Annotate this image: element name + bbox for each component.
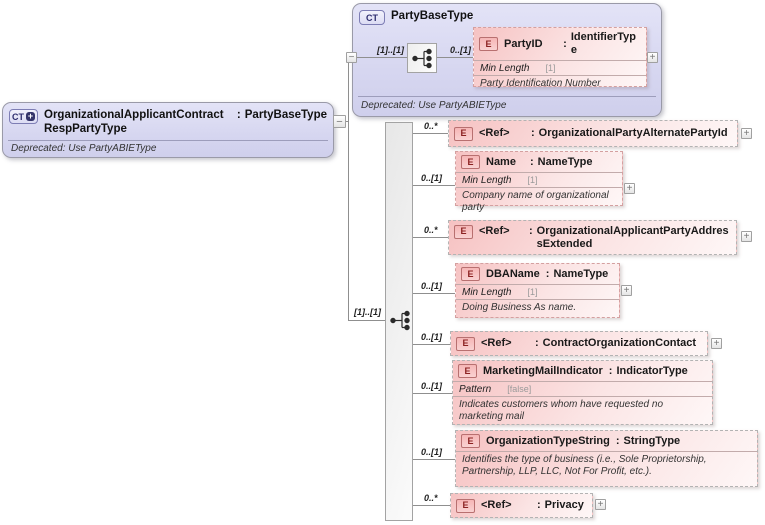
element-annotation: Identifies the type of business (i.e., S… [456,451,757,480]
cardinality-label: 0..[1] [421,173,443,183]
element-name: <Ref> [479,127,510,139]
element-name: Name [486,155,516,168]
element-icon: E [454,224,473,239]
root-annotation: Deprecated: Use PartyABIEType [11,143,157,154]
facet-value: [1] [527,287,538,297]
element-annotation: Party Identification Number [474,75,646,92]
element-box-privacy-ref[interactable]: E <Ref> : Privacy [450,493,593,518]
element-name: PartyID [504,37,543,50]
element-icon: E [461,434,480,448]
cardinality-label: 0..[1] [450,45,472,55]
colon: : [608,364,613,377]
facet-name: Pattern [459,384,492,395]
element-name: <Ref> [481,499,512,511]
element-annotation: Doing Business As name. [456,299,619,316]
expand-toggle[interactable]: + [647,52,658,63]
expand-toggle[interactable]: + [621,285,632,296]
base-complextype-header: CT PartyBaseType [353,4,661,27]
colon: : [537,499,541,511]
element-box-name[interactable]: E Name : NameType Min Length [1] Company… [455,151,623,213]
derived-plus-icon: + [26,111,35,121]
element-box-contact-ref[interactable]: E <Ref> : ContractOrganizationContact [450,331,708,356]
facet-value: [1] [545,63,556,73]
root-complextype-box[interactable]: CT+ OrganizationalApplicantContractRespP… [2,102,334,158]
element-box-alternatepartyid-ref[interactable]: E <Ref> : OrganizationalPartyAlternatePa… [448,120,738,147]
element-box-partyaddress-ref[interactable]: E <Ref> : OrganizationalApplicantPartyAd… [448,220,737,255]
divider [358,96,656,97]
root-complextype-header: CT+ OrganizationalApplicantContractRespP… [3,103,333,138]
element-icon: E [458,364,477,378]
cardinality-label: [1]..[1] [354,307,381,317]
element-annotation: Company name of organizational party [456,187,622,216]
cardinality-label: 0..[1] [421,381,443,391]
colon: : [236,109,241,121]
element-icon: E [454,126,473,141]
colon: : [529,224,533,237]
sequence-icon [390,310,410,331]
base-annotation: Deprecated: Use PartyABIEType [361,100,507,111]
expand-toggle[interactable]: + [595,499,606,510]
element-type: OrganizationalApplicantPartyAddressExten… [536,224,729,250]
element-icon: E [461,155,480,169]
cardinality-label: [1]..[1] [377,45,404,55]
cardinality-label: 0..[1] [421,332,443,342]
element-annotation: Indicates customers whom have requested … [453,396,712,425]
expand-toggle[interactable]: + [741,128,752,139]
divider [8,140,328,141]
element-icon: E [461,267,480,281]
complextype-icon: CT [359,10,385,25]
collapse-toggle-base[interactable]: − [346,52,357,63]
element-type: IdentifierType [570,31,637,56]
inner-connector [437,57,473,58]
element-box-organizationtypestring[interactable]: E OrganizationTypeString : StringType Id… [455,430,758,487]
element-icon: E [456,498,475,513]
element-name: DBAName [486,267,540,280]
element-type: NameType [553,267,609,280]
cardinality-label: 0..[1] [421,281,443,291]
complextype-derived-icon: CT+ [9,109,38,124]
element-type: OrganizationalPartyAlternatePartyId [538,127,728,139]
cardinality-label: 0..* [424,493,438,503]
facet-value: [1] [527,175,538,185]
colon: : [563,37,567,50]
collapse-toggle[interactable]: − [333,115,346,128]
element-name: <Ref> [479,224,510,237]
colon: : [531,127,535,139]
root-name: OrganizationalApplicantContractRespParty… [44,109,224,135]
element-type: NameType [537,155,593,168]
element-icon: E [456,336,475,351]
element-box-partyid[interactable]: E PartyID : IdentifierType Min Length [1… [473,27,647,89]
cardinality-label: 0..* [424,225,438,235]
element-name: <Ref> [481,337,512,349]
element-type: Privacy [544,499,584,511]
facet-name: Min Length [462,175,512,186]
element-box-dbaname[interactable]: E DBAName : NameType Min Length [1] Doin… [455,263,620,318]
cardinality-label: 0..[1] [421,447,443,457]
expand-toggle[interactable]: + [741,231,752,242]
colon: : [530,155,534,168]
element-box-marketingmailindicator[interactable]: E MarketingMailIndicator : IndicatorType… [452,360,713,425]
element-name: OrganizationTypeString [486,434,610,447]
colon: : [615,434,620,447]
facet-value: [false] [507,384,532,394]
colon: : [545,267,550,280]
facet-name: Min Length [462,287,512,298]
root-base-type: PartyBaseType [244,109,327,121]
cardinality-label: 0..* [424,121,438,131]
sequence-icon [412,48,432,69]
element-name: MarketingMailIndicator [483,364,603,377]
inner-connector [353,57,407,58]
element-type: ContractOrganizationContact [542,337,697,349]
element-icon: E [479,37,498,51]
expand-toggle[interactable]: + [711,338,722,349]
expand-toggle[interactable]: + [624,183,635,194]
element-type: StringType [623,434,681,447]
facet-name: Min Length [480,63,530,74]
base-complextype-title: PartyBaseType [391,10,474,22]
colon: : [535,337,539,349]
element-type: IndicatorType [616,364,688,377]
sequence-compositor-icon[interactable] [407,43,437,73]
